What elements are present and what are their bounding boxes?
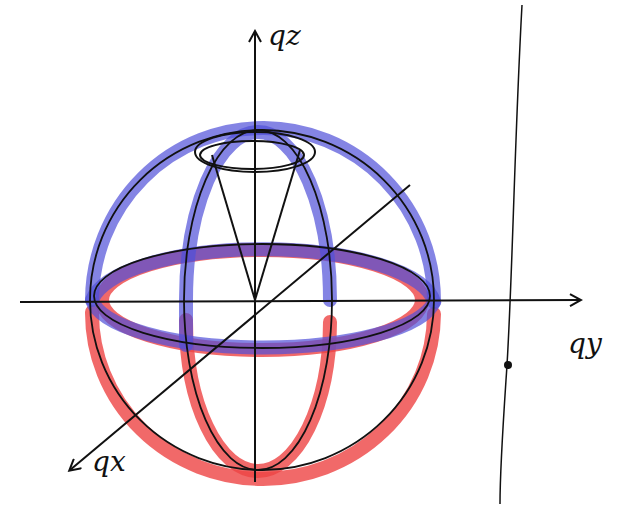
axis-label: qy bbox=[568, 330, 602, 358]
axis-label: qx bbox=[92, 448, 126, 476]
axis-label: qz bbox=[268, 22, 301, 50]
